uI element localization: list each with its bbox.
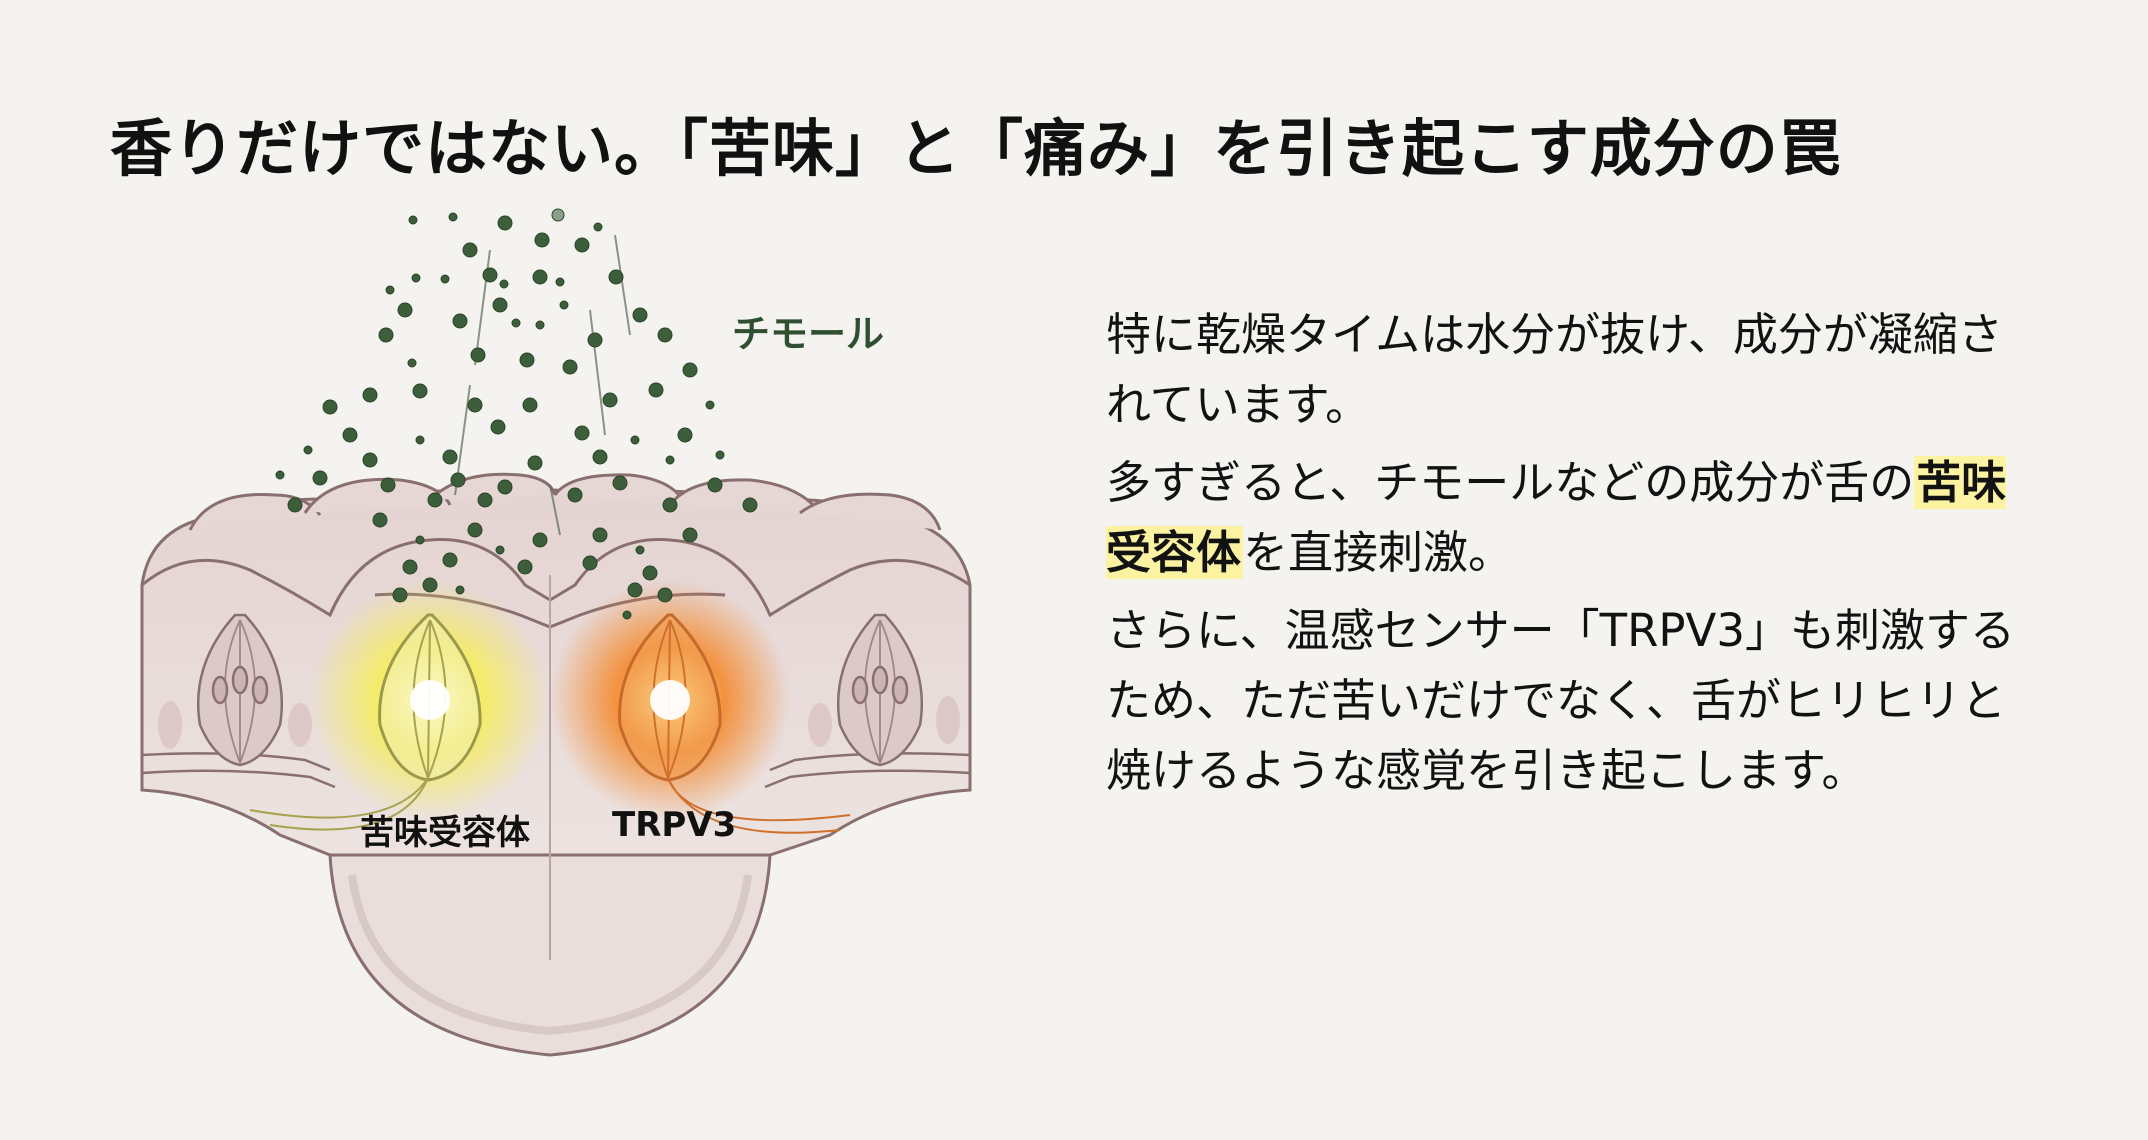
thymol-label: チモール <box>732 312 885 356</box>
bitter-receptor-label: 苦味受容体 <box>360 813 530 853</box>
paragraph-3: さらに、温感センサー「TRPV3」も刺激するため、ただ苦いだけでなく、舌がヒリヒ… <box>1106 596 2026 806</box>
tongue-cross-section-diagram: チモール 苦味受容体 TRPV3 <box>130 195 990 1075</box>
taste-bud-right <box>808 613 960 767</box>
paragraph-1-text: 特に乾燥タイムは水分が抜け、成分が凝縮されています。 <box>1106 308 2003 431</box>
paragraph-2-text-before: 多すぎると、チモールなどの成分が舌の <box>1106 456 1915 509</box>
trpv3-receptor-bud <box>550 580 851 834</box>
thymol-particles <box>275 208 758 620</box>
tongue-illustration <box>140 208 972 1057</box>
explanation-text: 特に乾燥タイムは水分が抜け、成分が凝縮されています。 多すぎると、チモールなどの… <box>1106 300 2026 814</box>
page-title: 香りだけではない。「苦味」と「痛み」を引き起こす成分の罠 <box>110 111 1842 185</box>
paragraph-2-text-after: を直接刺激。 <box>1243 526 1514 579</box>
paragraph-2: 多すぎると、チモールなどの成分が舌の苦味受容体を直接刺激。 <box>1106 448 2026 588</box>
paragraph-3-text: さらに、温感センサー「TRPV3」も刺激するため、ただ苦いだけでなく、舌がヒリヒ… <box>1106 604 2015 797</box>
paragraph-1: 特に乾燥タイムは水分が抜け、成分が凝縮されています。 <box>1106 300 2026 440</box>
trpv3-label: TRPV3 <box>612 805 737 845</box>
bitter-receptor-bud <box>249 580 550 831</box>
taste-bud-left <box>158 613 312 767</box>
